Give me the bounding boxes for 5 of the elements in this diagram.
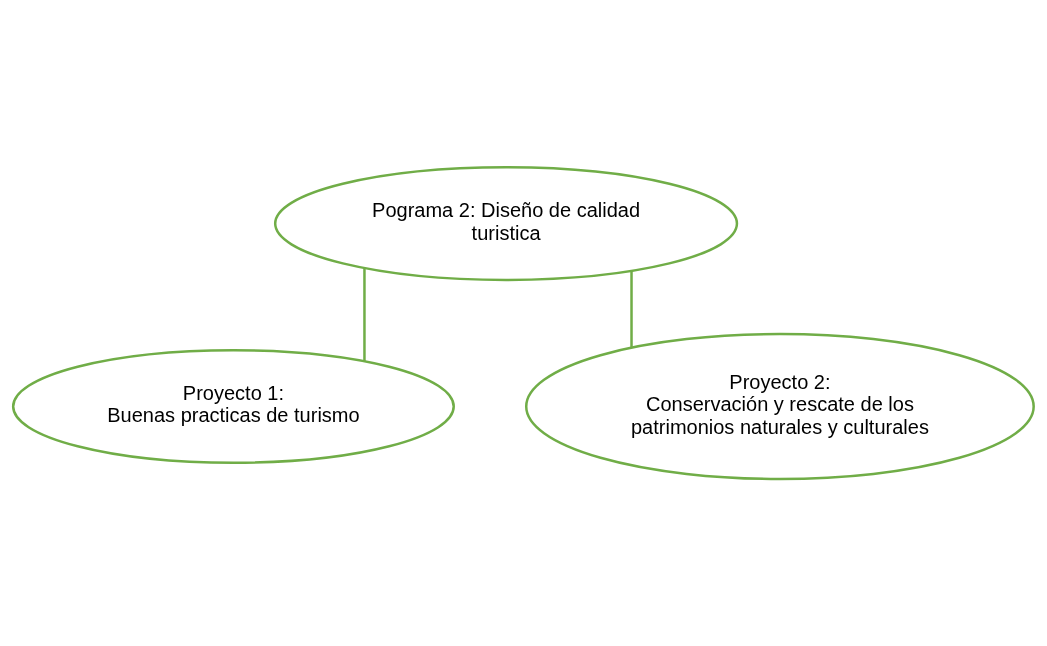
node-ellipse: Proyecto 2: Conservación y rescate de los patrimonios naturales y culturales bbox=[525, 332, 1035, 481]
connector bbox=[630, 271, 633, 348]
connector bbox=[363, 268, 366, 361]
node-ellipse: Pograma 2: Diseño de calidad turistica bbox=[273, 166, 739, 282]
node-ellipse: Proyecto 1: Buenas practicas de turismo bbox=[11, 348, 455, 465]
